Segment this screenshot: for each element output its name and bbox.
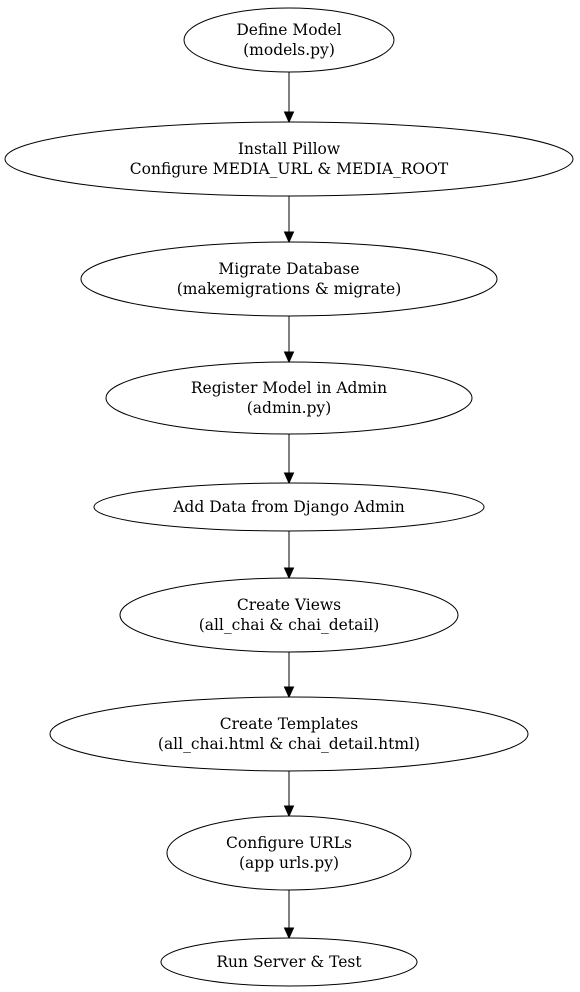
node-add-data: Add Data from Django Admin <box>93 482 485 532</box>
node-define-model: Define Model (models.py) <box>183 7 395 73</box>
edge-create-views-to-create-templates <box>283 652 295 699</box>
arrowhead-icon <box>283 567 295 580</box>
node-label-line: Register Model in Admin <box>191 379 387 397</box>
node-ellipse <box>166 815 412 891</box>
arrowhead-icon <box>283 927 295 940</box>
edge-migrate-database-to-register-admin <box>283 316 295 364</box>
node-register-admin: Register Model in Admin (admin.py) <box>105 361 473 435</box>
edge-configure-urls-to-run-server <box>283 890 295 940</box>
node-label-line: (app urls.py) <box>239 854 339 872</box>
node-ellipse <box>105 361 473 435</box>
arrowhead-icon <box>283 351 295 364</box>
node-create-views: Create Views (all_chai & chai_detail) <box>119 577 459 653</box>
edge-create-templates-to-configure-urls <box>283 771 295 818</box>
node-ellipse <box>4 121 574 197</box>
node-ellipse <box>119 577 459 653</box>
node-label-line: (admin.py) <box>247 399 332 417</box>
edges-layer <box>283 72 295 940</box>
node-label-line: (all_chai & chai_detail) <box>199 616 380 634</box>
node-configure-urls: Configure URLs (app urls.py) <box>166 815 412 891</box>
arrowhead-icon <box>283 686 295 699</box>
node-label-line: Create Views <box>237 596 341 614</box>
node-migrate-database: Migrate Database (makemigrations & migrat… <box>80 241 498 317</box>
node-label-line: Run Server & Test <box>216 953 362 971</box>
node-label-line: Configure MEDIA_URL & MEDIA_ROOT <box>130 160 449 178</box>
arrowhead-icon <box>283 472 295 485</box>
arrowhead-icon <box>283 805 295 818</box>
node-label-line: (all_chai.html & chai_detail.html) <box>158 735 420 753</box>
arrowhead-icon <box>283 231 295 244</box>
edge-install-pillow-to-migrate-database <box>283 196 295 244</box>
edge-add-data-to-create-views <box>283 531 295 580</box>
edge-register-admin-to-add-data <box>283 434 295 485</box>
node-ellipse <box>49 696 529 772</box>
node-create-templates: Create Templates (all_chai.html & chai_de… <box>49 696 529 772</box>
node-label-line: Install Pillow <box>238 140 341 158</box>
arrowhead-icon <box>283 111 295 124</box>
node-label-line: Define Model <box>236 21 341 39</box>
node-label-line: Migrate Database <box>218 260 359 278</box>
node-ellipse <box>93 482 485 532</box>
node-ellipse <box>183 7 395 73</box>
node-label-line: Create Templates <box>220 715 359 733</box>
node-label-line: Configure URLs <box>226 834 352 852</box>
node-run-server: Run Server & Test <box>160 937 418 987</box>
edge-define-model-to-install-pillow <box>283 72 295 124</box>
node-ellipse <box>80 241 498 317</box>
node-label-line: (models.py) <box>243 41 335 59</box>
node-label-line: (makemigrations & migrate) <box>177 280 402 298</box>
nodes-layer: Define Model (models.py) Install PillowCon… <box>4 7 574 987</box>
node-ellipse <box>160 937 418 987</box>
node-label-line: Add Data from Django Admin <box>172 498 405 516</box>
